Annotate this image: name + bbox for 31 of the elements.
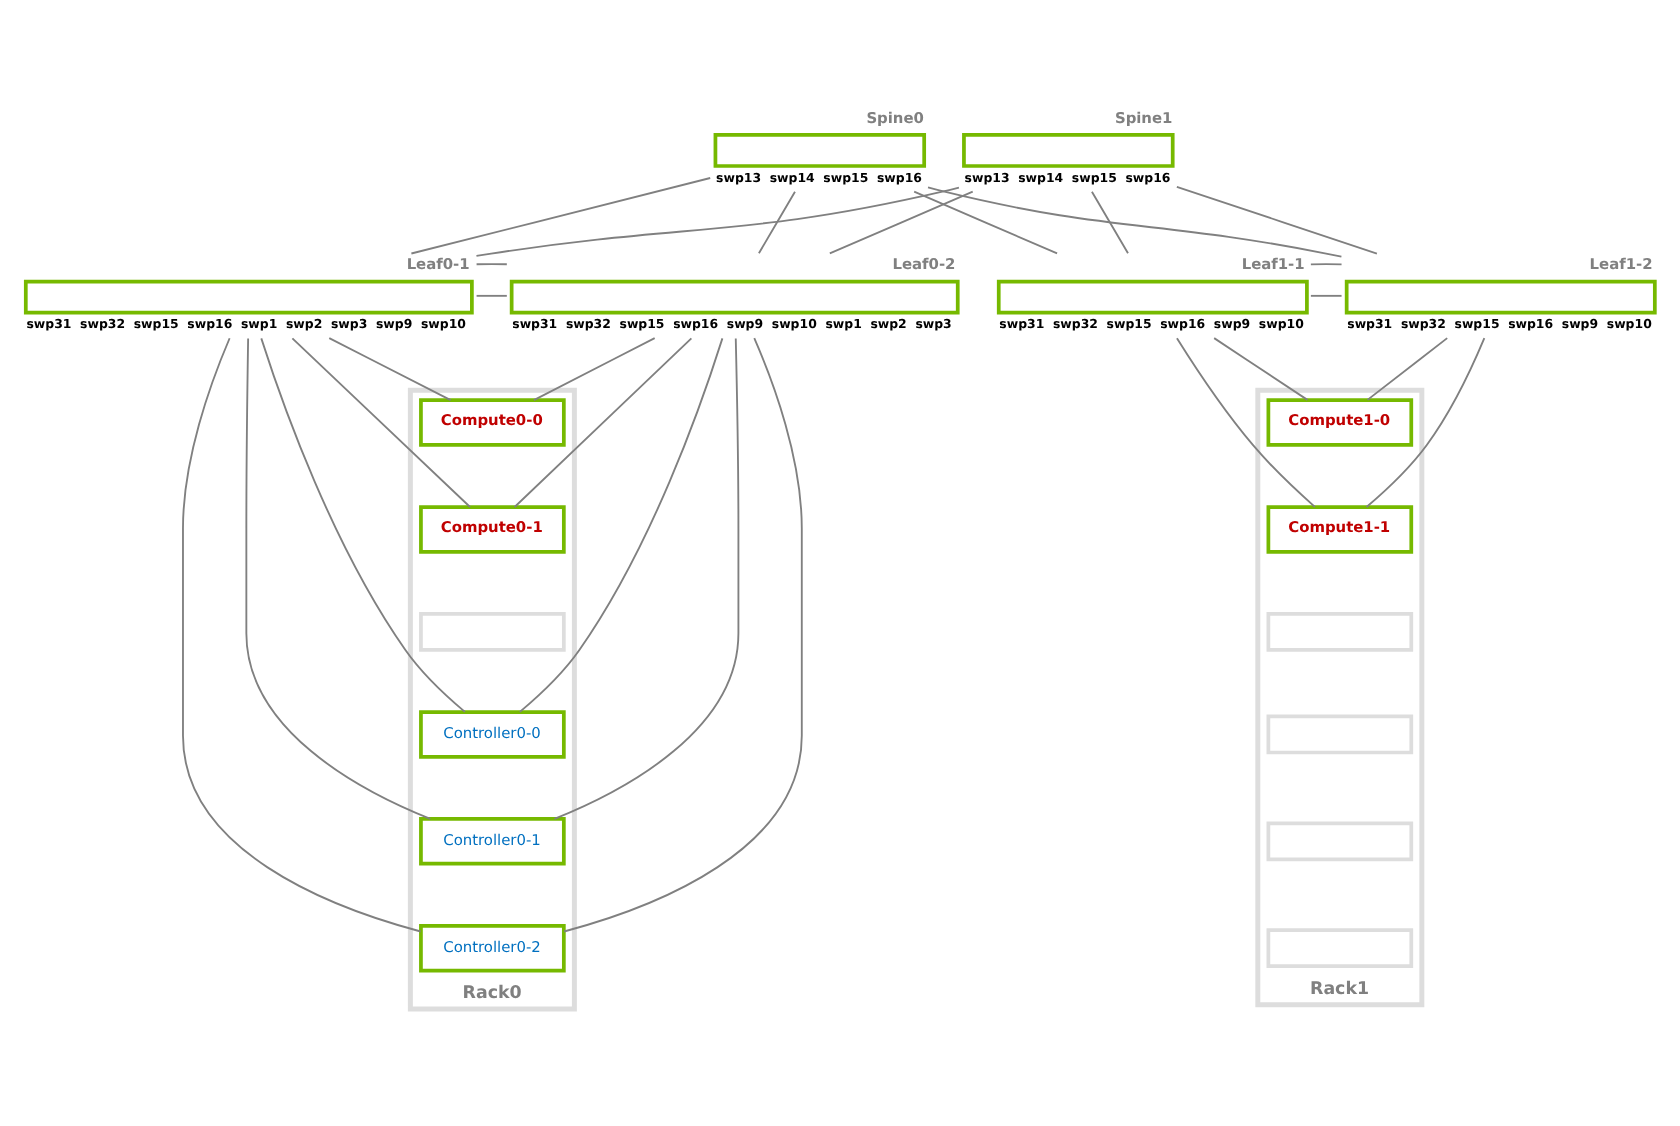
connector — [475, 186, 960, 257]
node-box — [1266, 612, 1414, 652]
connector — [913, 190, 1058, 255]
connector — [475, 263, 508, 266]
node-box — [1266, 821, 1414, 862]
connector — [260, 337, 466, 713]
connector — [328, 337, 452, 401]
connector — [245, 337, 432, 820]
connector — [927, 186, 1343, 258]
node-box — [1266, 714, 1414, 755]
connector — [1365, 337, 1486, 508]
connector — [758, 190, 796, 255]
connector — [1366, 337, 1449, 401]
connector — [1213, 337, 1309, 401]
connector — [513, 337, 693, 508]
node-box — [1266, 928, 1414, 969]
connector — [410, 177, 712, 255]
connector — [1309, 294, 1343, 297]
connector — [553, 337, 740, 820]
connector — [1309, 263, 1343, 266]
node-box — [419, 612, 566, 652]
connector — [475, 294, 508, 297]
connector — [182, 337, 422, 933]
connector — [291, 337, 471, 508]
connector — [1176, 337, 1316, 508]
connector — [828, 190, 974, 255]
connector — [1175, 185, 1378, 255]
connector — [563, 337, 803, 933]
connector — [518, 337, 724, 713]
connector — [1091, 190, 1129, 255]
connector — [532, 337, 656, 401]
